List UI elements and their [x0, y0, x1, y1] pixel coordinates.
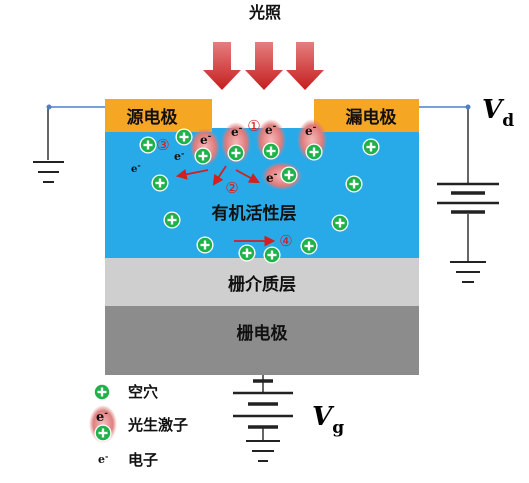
source-ground-circuit [47, 106, 105, 160]
free-electron: e- [131, 160, 141, 175]
light-arrow-icon [203, 42, 241, 90]
gate-battery-icon [233, 379, 293, 429]
gate-voltage-label: Vg [312, 402, 344, 438]
hole [151, 174, 169, 192]
legend-electron-icon: e- [98, 451, 108, 466]
svg-text:e-: e- [96, 409, 108, 425]
drain-ground-icon [450, 261, 486, 283]
electron-path-arrow [235, 169, 260, 184]
step-marker-3: ③ [156, 136, 169, 154]
drain-electrode-label: 漏电极 [346, 107, 397, 128]
light-arrow-icon [245, 42, 283, 90]
exciton: e- [190, 128, 220, 166]
hole [362, 138, 380, 156]
hole [238, 244, 256, 262]
light-title: 光照 [248, 3, 281, 22]
drain-voltage-label: Vd [482, 95, 514, 131]
hole [331, 214, 349, 232]
active-layer-label: 有机活性层 [212, 203, 297, 224]
source-terminal [46, 104, 52, 110]
gate-electrode-layer [105, 306, 419, 375]
process-arrows [175, 165, 276, 247]
svg-text:e-: e- [266, 170, 278, 185]
electron-path-arrow [175, 169, 209, 180]
dielectric-layer-label: 栅介质层 [228, 274, 296, 295]
svg-text:e-: e- [305, 123, 317, 138]
free-electron: e- [174, 148, 184, 163]
hole [196, 236, 214, 254]
legend-hole-label: 空穴 [128, 383, 158, 401]
svg-text:e-: e- [265, 122, 277, 137]
svg-text:e-: e- [200, 132, 212, 147]
hole [175, 128, 193, 146]
legend-hole-icon [93, 383, 111, 401]
gate-electrode-label: 栅电极 [237, 323, 288, 344]
drain-terminal [465, 104, 471, 110]
legend-electron-label: 电子 [128, 451, 158, 469]
exciton: e- [221, 122, 251, 164]
hole [345, 175, 363, 193]
source-electrode [105, 99, 212, 132]
gate-ground-icon [246, 440, 280, 462]
exciton: e- [256, 119, 286, 161]
ground-icon [33, 161, 64, 183]
hole [300, 237, 318, 255]
hole [163, 211, 181, 229]
drain-circuit [419, 106, 469, 261]
step-marker-4: ④ [279, 232, 292, 250]
step-marker-1: ① [247, 117, 260, 135]
exciton: e- [297, 119, 327, 161]
legend: 空穴 e- 光生激子 e- 电子 [89, 383, 188, 469]
drain-electrode [314, 99, 419, 132]
light-arrows [203, 42, 324, 90]
legend-exciton-label: 光生激子 [127, 416, 188, 434]
electron-path-arrow [212, 165, 227, 186]
step-marker-2: ② [225, 179, 238, 197]
source-electrode-label: 源电极 [127, 107, 178, 128]
hole [139, 136, 157, 154]
exciton: e- [262, 162, 302, 190]
gate-dielectric-layer [105, 258, 419, 306]
drain-battery-icon [437, 182, 499, 214]
hole [263, 246, 281, 264]
light-arrow-icon [286, 42, 324, 90]
svg-text:e-: e- [231, 124, 243, 139]
